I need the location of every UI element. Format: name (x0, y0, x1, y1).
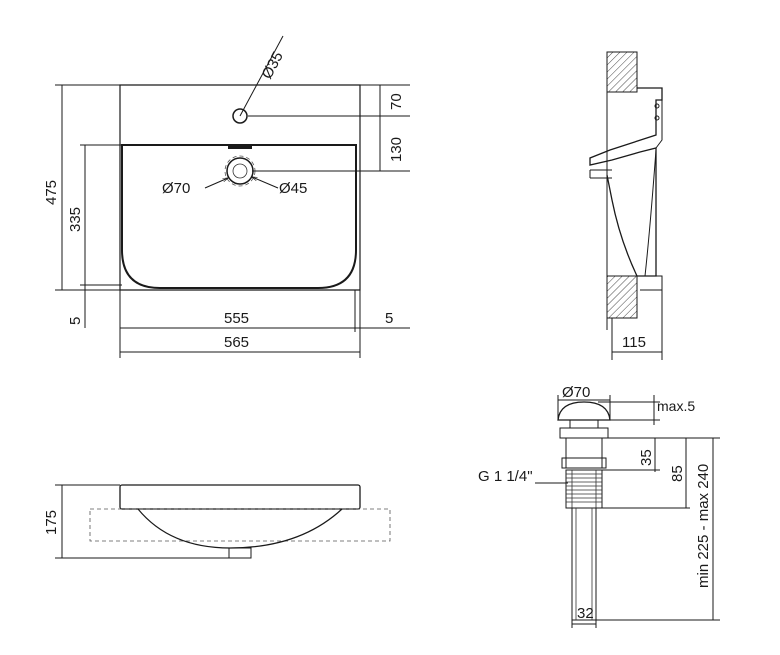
dim-cap-diameter: Ø70 (562, 384, 590, 401)
dim-35: 35 (638, 449, 655, 466)
overflow-slot (228, 145, 252, 149)
side-section: 115 (589, 51, 663, 360)
wall-hatch-top (606, 51, 638, 93)
basin-bowl (121, 144, 357, 289)
drain-body (565, 437, 603, 469)
dim-475: 475 (43, 180, 60, 205)
leader-drain-inner (252, 177, 279, 189)
leader-drain-outer (204, 178, 228, 189)
tap-hole (232, 108, 248, 124)
drain-outer (226, 157, 254, 185)
basin-profile (589, 87, 663, 277)
drain-pipe (571, 507, 597, 621)
dim-5-side: 5 (385, 310, 393, 327)
drain-nut (561, 457, 607, 469)
dim-85: 85 (669, 465, 686, 482)
wall-hatch-bottom (606, 275, 638, 319)
drain-inner (232, 163, 248, 179)
dim-335: 335 (67, 207, 84, 232)
front-rim (119, 484, 361, 510)
drain-cap (557, 401, 611, 421)
front-counter (89, 508, 391, 542)
label-drain-inner: Ø45 (279, 180, 307, 197)
dim-70: 70 (388, 93, 405, 110)
dim-cap-height: max.5 (657, 398, 695, 414)
front-view: 175 (43, 484, 391, 559)
dim-5-front: 5 (67, 317, 84, 325)
label-tap-hole: Ø35 (259, 49, 287, 82)
drain-thread (565, 469, 603, 509)
basin-profile-base (637, 275, 663, 291)
dim-115: 115 (622, 334, 646, 351)
top-view: Ø35 Ø70 Ø45 70 130 475 335 5 555 5 565 (43, 35, 410, 358)
front-drain (228, 547, 252, 559)
dim-565: 565 (224, 334, 249, 351)
drain-dash (224, 155, 256, 187)
dim-130: 130 (388, 137, 405, 162)
basin-curve (644, 149, 657, 277)
drain-cap-stem (569, 419, 599, 429)
leader-tap (239, 35, 284, 117)
basin-profile-inner (655, 100, 663, 149)
label-drain-outer: Ø70 (162, 180, 190, 197)
dim-555: 555 (224, 310, 249, 327)
label-thread: G 1 1/4" (478, 468, 533, 485)
drain-detail: Ø70 max.5 35 85 min 225 - max 240 G 1 1/… (478, 384, 720, 628)
dim-175: 175 (43, 510, 60, 535)
dim-pipe: 32 (577, 605, 594, 622)
front-bowl (137, 508, 343, 549)
dim-install-range: min 225 - max 240 (695, 464, 712, 588)
drain-flange (559, 427, 609, 439)
